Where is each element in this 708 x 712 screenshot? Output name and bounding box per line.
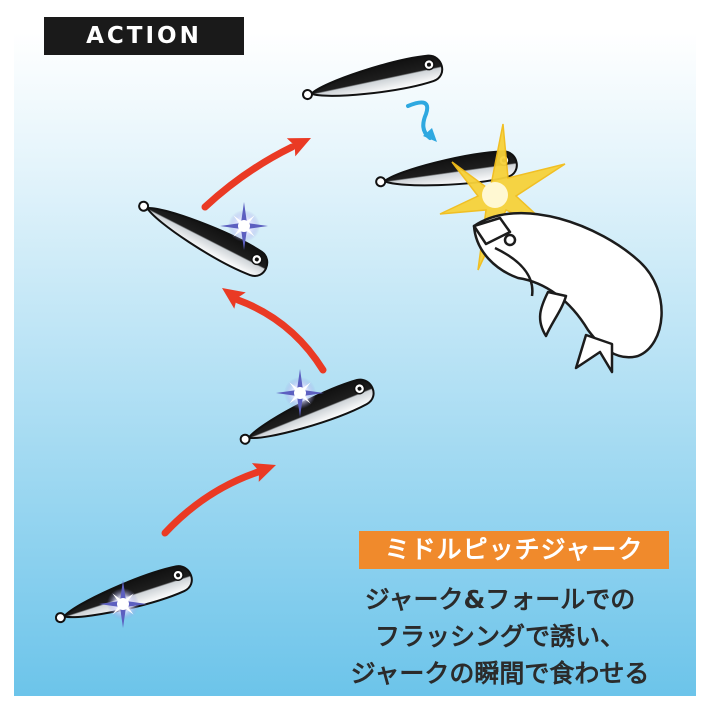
caption-line-3: ジャークの瞬間で食わせる bbox=[350, 659, 650, 688]
fish-illustration bbox=[472, 211, 663, 374]
action-label: ACTION bbox=[44, 17, 244, 55]
jerk-arrow-1 bbox=[161, 455, 280, 537]
flash-burst bbox=[439, 123, 566, 271]
caption-line-1: ジャーク&フォールでの bbox=[364, 585, 636, 614]
fall-arrow bbox=[406, 100, 437, 142]
caption-line-2: フラッシングで誘い、 bbox=[374, 622, 625, 651]
jerk-arrow-3 bbox=[201, 128, 316, 211]
technique-badge: ミドルピッチジャーク bbox=[359, 531, 669, 569]
jerk-arrow-2 bbox=[216, 279, 327, 374]
